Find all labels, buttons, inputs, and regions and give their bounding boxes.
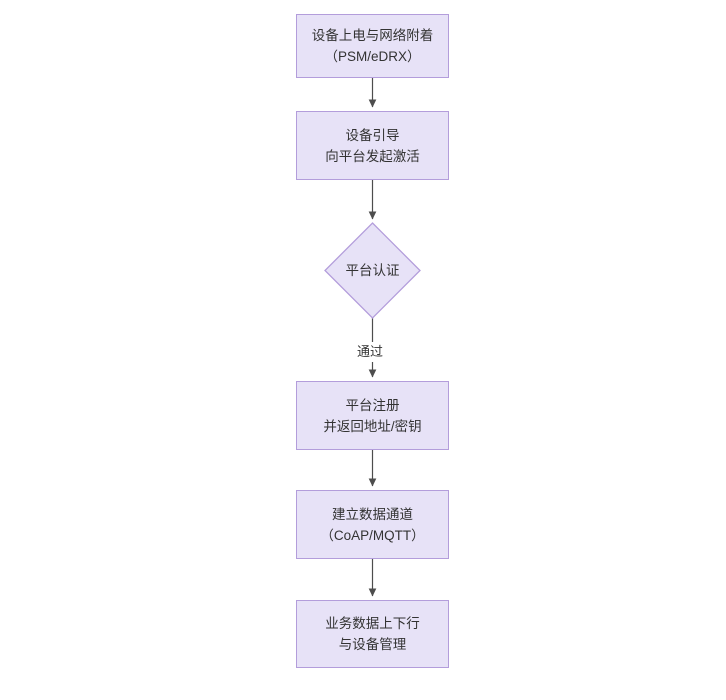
edge-label-pass: 通过 bbox=[355, 342, 386, 362]
node-platform-registration-line-1: 平台注册 bbox=[345, 397, 400, 413]
node-platform-registration[interactable]: 平台注册 并返回地址/密钥 bbox=[296, 381, 449, 450]
node-device-bootstrap-line-1: 设备引导 bbox=[345, 127, 400, 143]
node-business-data-and-device-mgmt[interactable]: 业务数据上下行 与设备管理 bbox=[296, 600, 449, 668]
node-business-data-line-1: 业务数据上下行 bbox=[325, 616, 420, 631]
node-data-channel-setup[interactable]: 建立数据通道 （CoAP/MQTT） bbox=[296, 490, 449, 559]
node-business-data-line-2: 与设备管理 bbox=[338, 637, 407, 652]
node-device-power-on[interactable]: 设备上电与网络附着 （PSM/eDRX） bbox=[296, 14, 449, 78]
node-data-channel-setup-line-1: 建立数据通道 bbox=[332, 506, 413, 522]
diamond-shape bbox=[324, 222, 421, 319]
node-device-power-on-line-2: （PSM/eDRX） bbox=[324, 49, 421, 64]
node-platform-auth-decision[interactable]: 平台认证 bbox=[324, 222, 421, 319]
node-data-channel-setup-line-2: （CoAP/MQTT） bbox=[320, 527, 425, 543]
node-device-power-on-line-1: 设备上电与网络附着 bbox=[311, 28, 434, 43]
node-device-bootstrap-line-2: 向平台发起激活 bbox=[325, 148, 420, 164]
node-device-bootstrap[interactable]: 设备引导 向平台发起激活 bbox=[296, 111, 449, 180]
node-platform-registration-line-2: 并返回地址/密钥 bbox=[323, 418, 422, 434]
node-platform-auth-decision-label: 平台认证 bbox=[345, 263, 400, 278]
